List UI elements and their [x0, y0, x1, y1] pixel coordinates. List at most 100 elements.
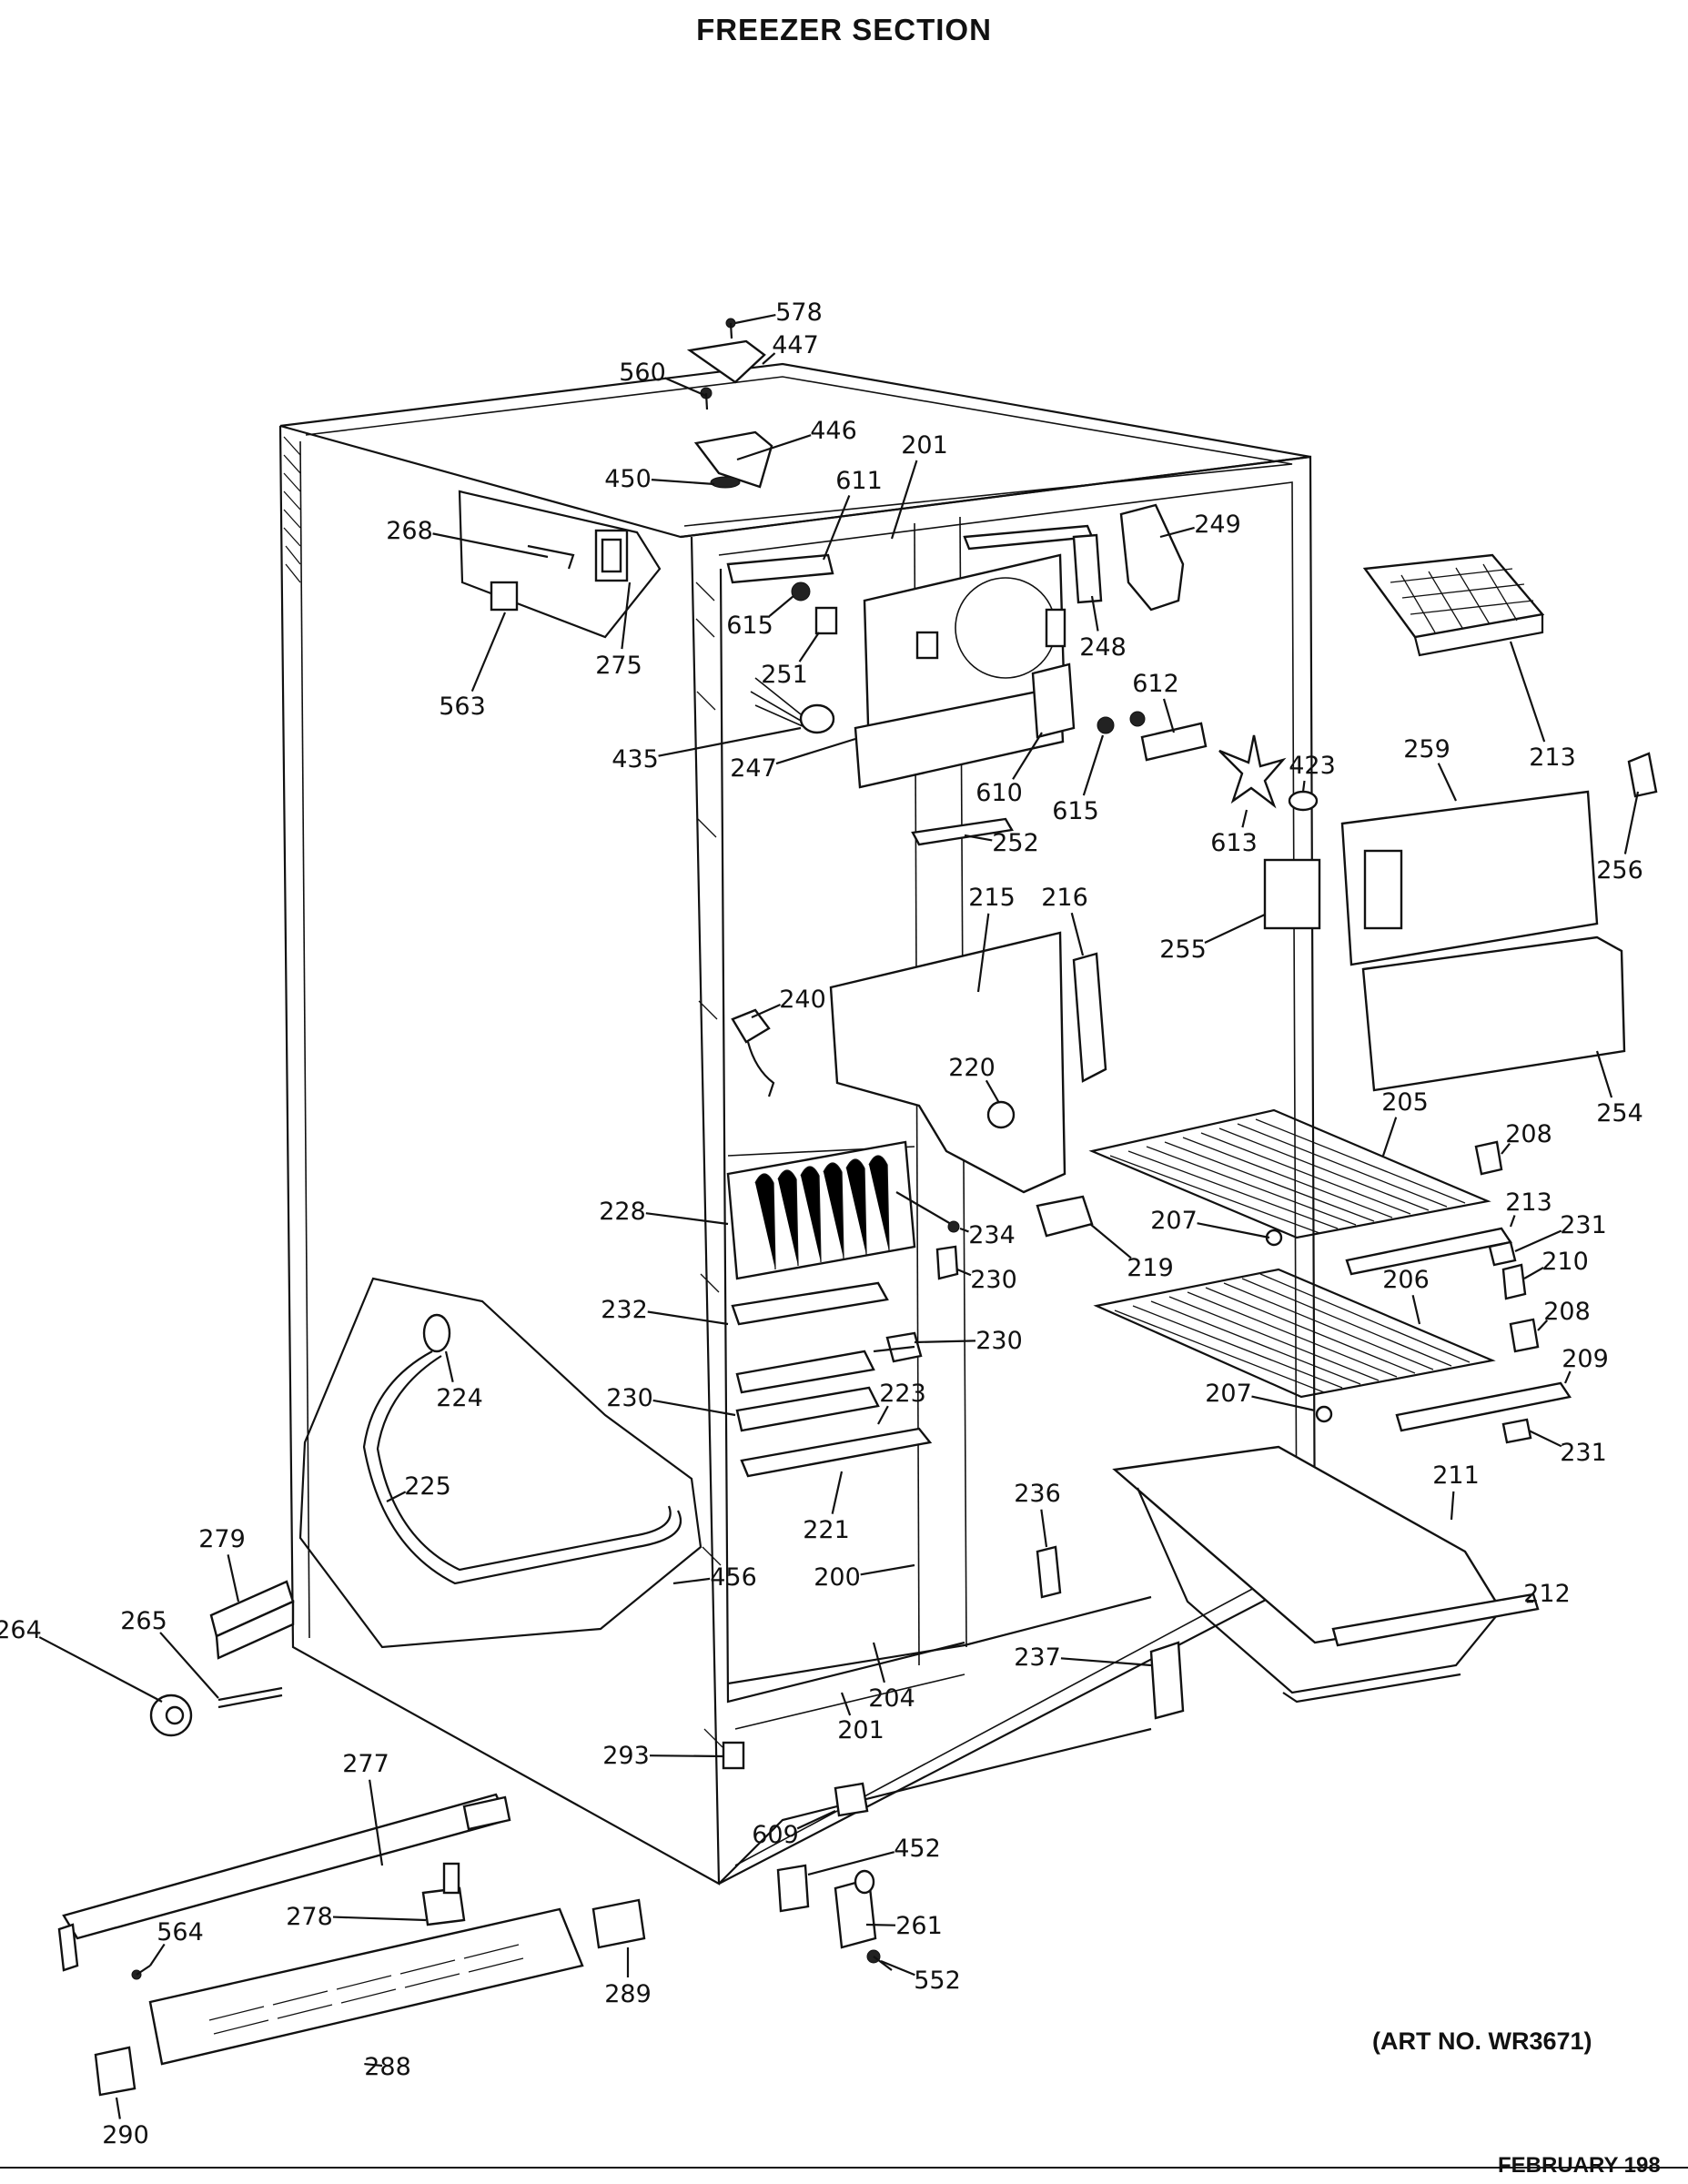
part-label: 234 — [968, 1221, 1016, 1249]
part-label: 236 — [1014, 1480, 1061, 1508]
part-label: 435 — [612, 745, 659, 774]
defrost-heater-cord — [731, 1008, 775, 1097]
shelf-cam-brackets — [1036, 1545, 1185, 1720]
part-label: 578 — [775, 298, 823, 327]
part-label: 215 — [968, 884, 1016, 912]
leader-line — [1501, 1142, 1511, 1155]
leader-line — [751, 1004, 781, 1019]
leader-line — [1595, 1050, 1613, 1098]
grille-clips — [94, 1898, 646, 2097]
leader-line — [1241, 809, 1248, 828]
leader-line — [880, 1959, 915, 1977]
leader-line — [651, 479, 715, 486]
leader-line — [877, 1405, 889, 1425]
part-label: 252 — [992, 829, 1039, 857]
part-label: 249 — [1194, 511, 1241, 539]
part-label: 261 — [895, 1912, 943, 1940]
part-label: 563 — [439, 693, 486, 721]
part-label: 213 — [1505, 1188, 1552, 1217]
leader-line — [386, 1491, 407, 1502]
part-label: 254 — [1596, 1099, 1643, 1127]
footer-date: FEBRUARY 198 — [1498, 2153, 1661, 2178]
leader-line — [1623, 791, 1640, 854]
leader-line — [1070, 912, 1085, 956]
leader-line — [364, 2062, 383, 2068]
ice-bin-bracket — [1627, 752, 1658, 798]
wire-shelf-lower — [1093, 1268, 1572, 1432]
leader-line — [976, 913, 990, 993]
art-number: (ART NO. WR3671) — [1372, 2027, 1592, 2055]
part-label: 213 — [1529, 743, 1576, 772]
leader-line — [647, 1310, 729, 1326]
leader-line — [798, 632, 820, 662]
part-label: 208 — [1505, 1120, 1552, 1148]
leader-line — [1159, 526, 1195, 539]
leader-line — [1523, 1267, 1544, 1279]
leader-line — [1411, 1294, 1421, 1325]
ice-bucket-shelf — [1263, 790, 1626, 1092]
leader-line — [470, 612, 507, 693]
leader-line — [1197, 1222, 1270, 1239]
leader-line — [444, 1350, 454, 1382]
leader-line — [38, 1636, 163, 1703]
part-label: 615 — [1052, 797, 1099, 825]
leader-line — [621, 581, 632, 650]
part-label: 237 — [1014, 1643, 1061, 1672]
control-bracket-assembly — [458, 490, 662, 639]
wire-shelf-upper — [1088, 1108, 1512, 1276]
leader-line — [332, 1916, 427, 1922]
leader-line — [831, 1471, 844, 1514]
leader-line — [768, 595, 794, 617]
part-label: 210 — [1541, 1248, 1589, 1276]
part-label: 220 — [948, 1054, 996, 1082]
part-label: 209 — [1562, 1345, 1609, 1373]
part-label: 205 — [1381, 1088, 1429, 1117]
leader-line — [1563, 1370, 1572, 1384]
part-label: 230 — [970, 1266, 1017, 1294]
leader-line — [645, 1212, 729, 1226]
leader-line — [1251, 1395, 1316, 1412]
leader-line — [762, 352, 776, 365]
part-label: 230 — [975, 1327, 1023, 1355]
leader-line — [1514, 1229, 1562, 1253]
part-label: 423 — [1289, 752, 1336, 780]
part-label: 447 — [772, 331, 819, 359]
leader-line — [649, 1754, 724, 1758]
part-label: 256 — [1596, 856, 1643, 885]
leader-line — [227, 1554, 240, 1603]
leader-line — [860, 1563, 915, 1576]
part-label: 446 — [810, 417, 857, 445]
leader-line — [964, 834, 993, 842]
leader-line — [652, 1399, 736, 1417]
leader-line — [1381, 1117, 1398, 1157]
part-label: 259 — [1403, 735, 1450, 763]
kick-plate-grille — [148, 1907, 584, 2066]
part-label: 450 — [604, 465, 652, 493]
part-label: 230 — [606, 1384, 653, 1412]
leader-line — [1437, 763, 1457, 802]
part-label: 231 — [1560, 1439, 1607, 1467]
part-label: 224 — [436, 1384, 483, 1412]
leader-line — [149, 1943, 166, 1967]
leader-line — [1089, 1223, 1132, 1259]
part-label: 265 — [120, 1607, 167, 1635]
part-label: 293 — [602, 1742, 650, 1770]
leader-line — [115, 2097, 121, 2119]
part-label: 211 — [1432, 1461, 1480, 1490]
part-label: 268 — [386, 517, 433, 545]
leader-line — [959, 1227, 969, 1233]
leader-line — [1509, 1215, 1516, 1228]
leader-line — [369, 1779, 384, 1866]
part-label: 612 — [1132, 670, 1179, 698]
part-label: 231 — [1560, 1211, 1607, 1239]
leader-line — [1537, 1320, 1549, 1331]
part-label: 212 — [1523, 1580, 1571, 1608]
part-label: 206 — [1382, 1266, 1430, 1294]
freezer-basket — [1112, 1445, 1540, 1704]
part-label: 615 — [726, 612, 773, 640]
leader-line — [1528, 1430, 1562, 1448]
leader-line — [1450, 1491, 1455, 1521]
